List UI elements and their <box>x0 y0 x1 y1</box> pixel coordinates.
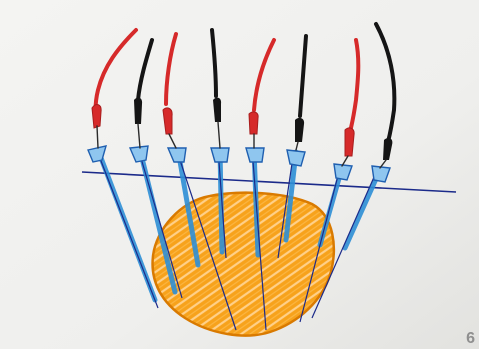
needle-hub-4 <box>211 148 229 162</box>
cable-bulb-probe-1 <box>92 105 101 128</box>
needle-hub-6 <box>287 150 305 166</box>
cable-bulb-probe-2 <box>134 98 142 124</box>
cable-bulb-probe-7 <box>345 128 354 156</box>
connector-probe-1 <box>97 126 98 148</box>
page-number: 6 <box>466 330 475 348</box>
needle-hub-5 <box>246 148 264 162</box>
cable-bulb-probe-5 <box>249 112 258 134</box>
